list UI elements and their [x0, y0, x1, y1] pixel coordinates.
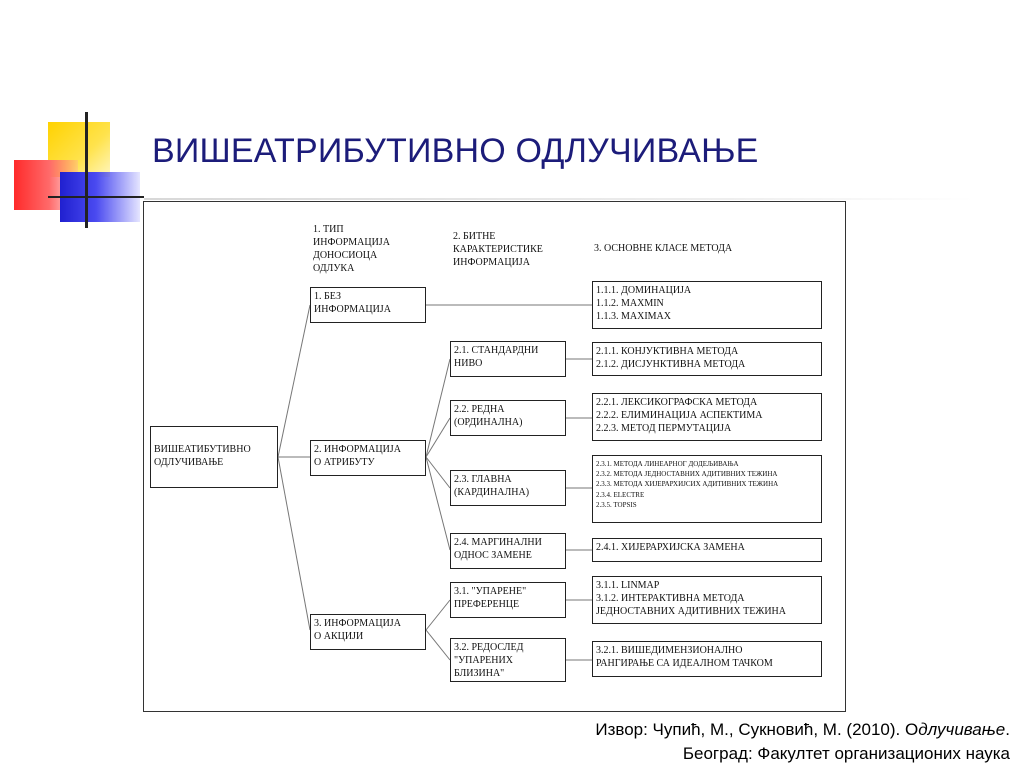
header-method-classes: 3. ОСНОВНЕ КЛАСЕ МЕТОДА [594, 243, 733, 254]
diagram-frame [143, 201, 846, 712]
source-line-2: Београд: Факултет организационих наука [682, 744, 1010, 763]
node-root: ВИШЕАТИБУТИВНО ОДЛУЧИВАЊЕ [150, 426, 278, 488]
methods-2-2: 2.2.1. ЛЕКСИКОГРАФСКА МЕТОДА 2.2.2. ЕЛИМ… [592, 393, 822, 441]
methods-2-1: 2.1.1. КОНЈУКТИВНА МЕТОДА 2.1.2. ДИСЈУНК… [592, 342, 822, 376]
methods-1-1: 1.1.1. ДОМИНАЦИЈА 1.1.2. MAXMIN 1.1.3. M… [592, 281, 822, 329]
node-paired-proximity-order: 3.2. РЕДОСЛЕД "УПАРЕНИХ БЛИЗИНА" [450, 638, 566, 682]
header-decision-maker-info: 1. ТИП ИНФОРМАЦИЈА ДОНОСИОЦА ОДЛУКА [313, 224, 390, 274]
methods-3-2: 3.2.1. ВИШЕДИМЕНЗИОНАЛНО РАНГИРАЊЕ СА ИД… [592, 641, 822, 677]
node-standard-level: 2.1. СТАНДАРДНИ НИВО [450, 341, 566, 377]
source-line-1: Извор: Чупић, М., Сукновић, М. (2010). О… [595, 720, 1010, 739]
methods-2-4: 2.4.1. ХИЈЕРАРХИЈСКА ЗАМЕНА [592, 538, 822, 562]
node-action-information: 3. ИНФОРМАЦИЈА О АКЦИЈИ [310, 614, 426, 650]
slide-title: ВИШЕАТРИБУТИВНО ОДЛУЧИВАЊЕ [152, 132, 759, 170]
node-ordinal: 2.2. РЕДНА (ОРДИНАЛНА) [450, 400, 566, 436]
decor-horizontal-line [48, 196, 144, 198]
node-no-information: 1. БЕЗ ИНФОРМАЦИЈА [310, 287, 426, 323]
decor-vertical-line [85, 112, 88, 228]
node-paired-preferences: 3.1. "УПАРЕНЕ" ПРЕФЕРЕНЦЕ [450, 582, 566, 618]
node-marginal-substitution: 2.4. МАРГИНАЛНИ ОДНОС ЗАМЕНЕ [450, 533, 566, 569]
source-citation: Извор: Чупић, М., Сукновић, М. (2010). О… [595, 718, 1010, 766]
node-attribute-information: 2. ИНФОРМАЦИЈА О АТРИБУТУ [310, 440, 426, 476]
header-info-characteristics: 2. БИТНЕ КАРАКТЕРИСТИКЕ ИНФОРМАЦИЈА [453, 231, 543, 268]
methods-2-3: 2.3.1. МЕТОДА ЛИНЕАРНОГ ДОДЕЉИВАЊА 2.3.2… [592, 455, 822, 523]
methods-3-1: 3.1.1. LINMAP 3.1.2. ИНТЕРАКТИВНА МЕТОДА… [592, 576, 822, 624]
node-cardinal: 2.3. ГЛАВНА (КАРДИНАЛНА) [450, 470, 566, 506]
title-underline [144, 198, 974, 200]
